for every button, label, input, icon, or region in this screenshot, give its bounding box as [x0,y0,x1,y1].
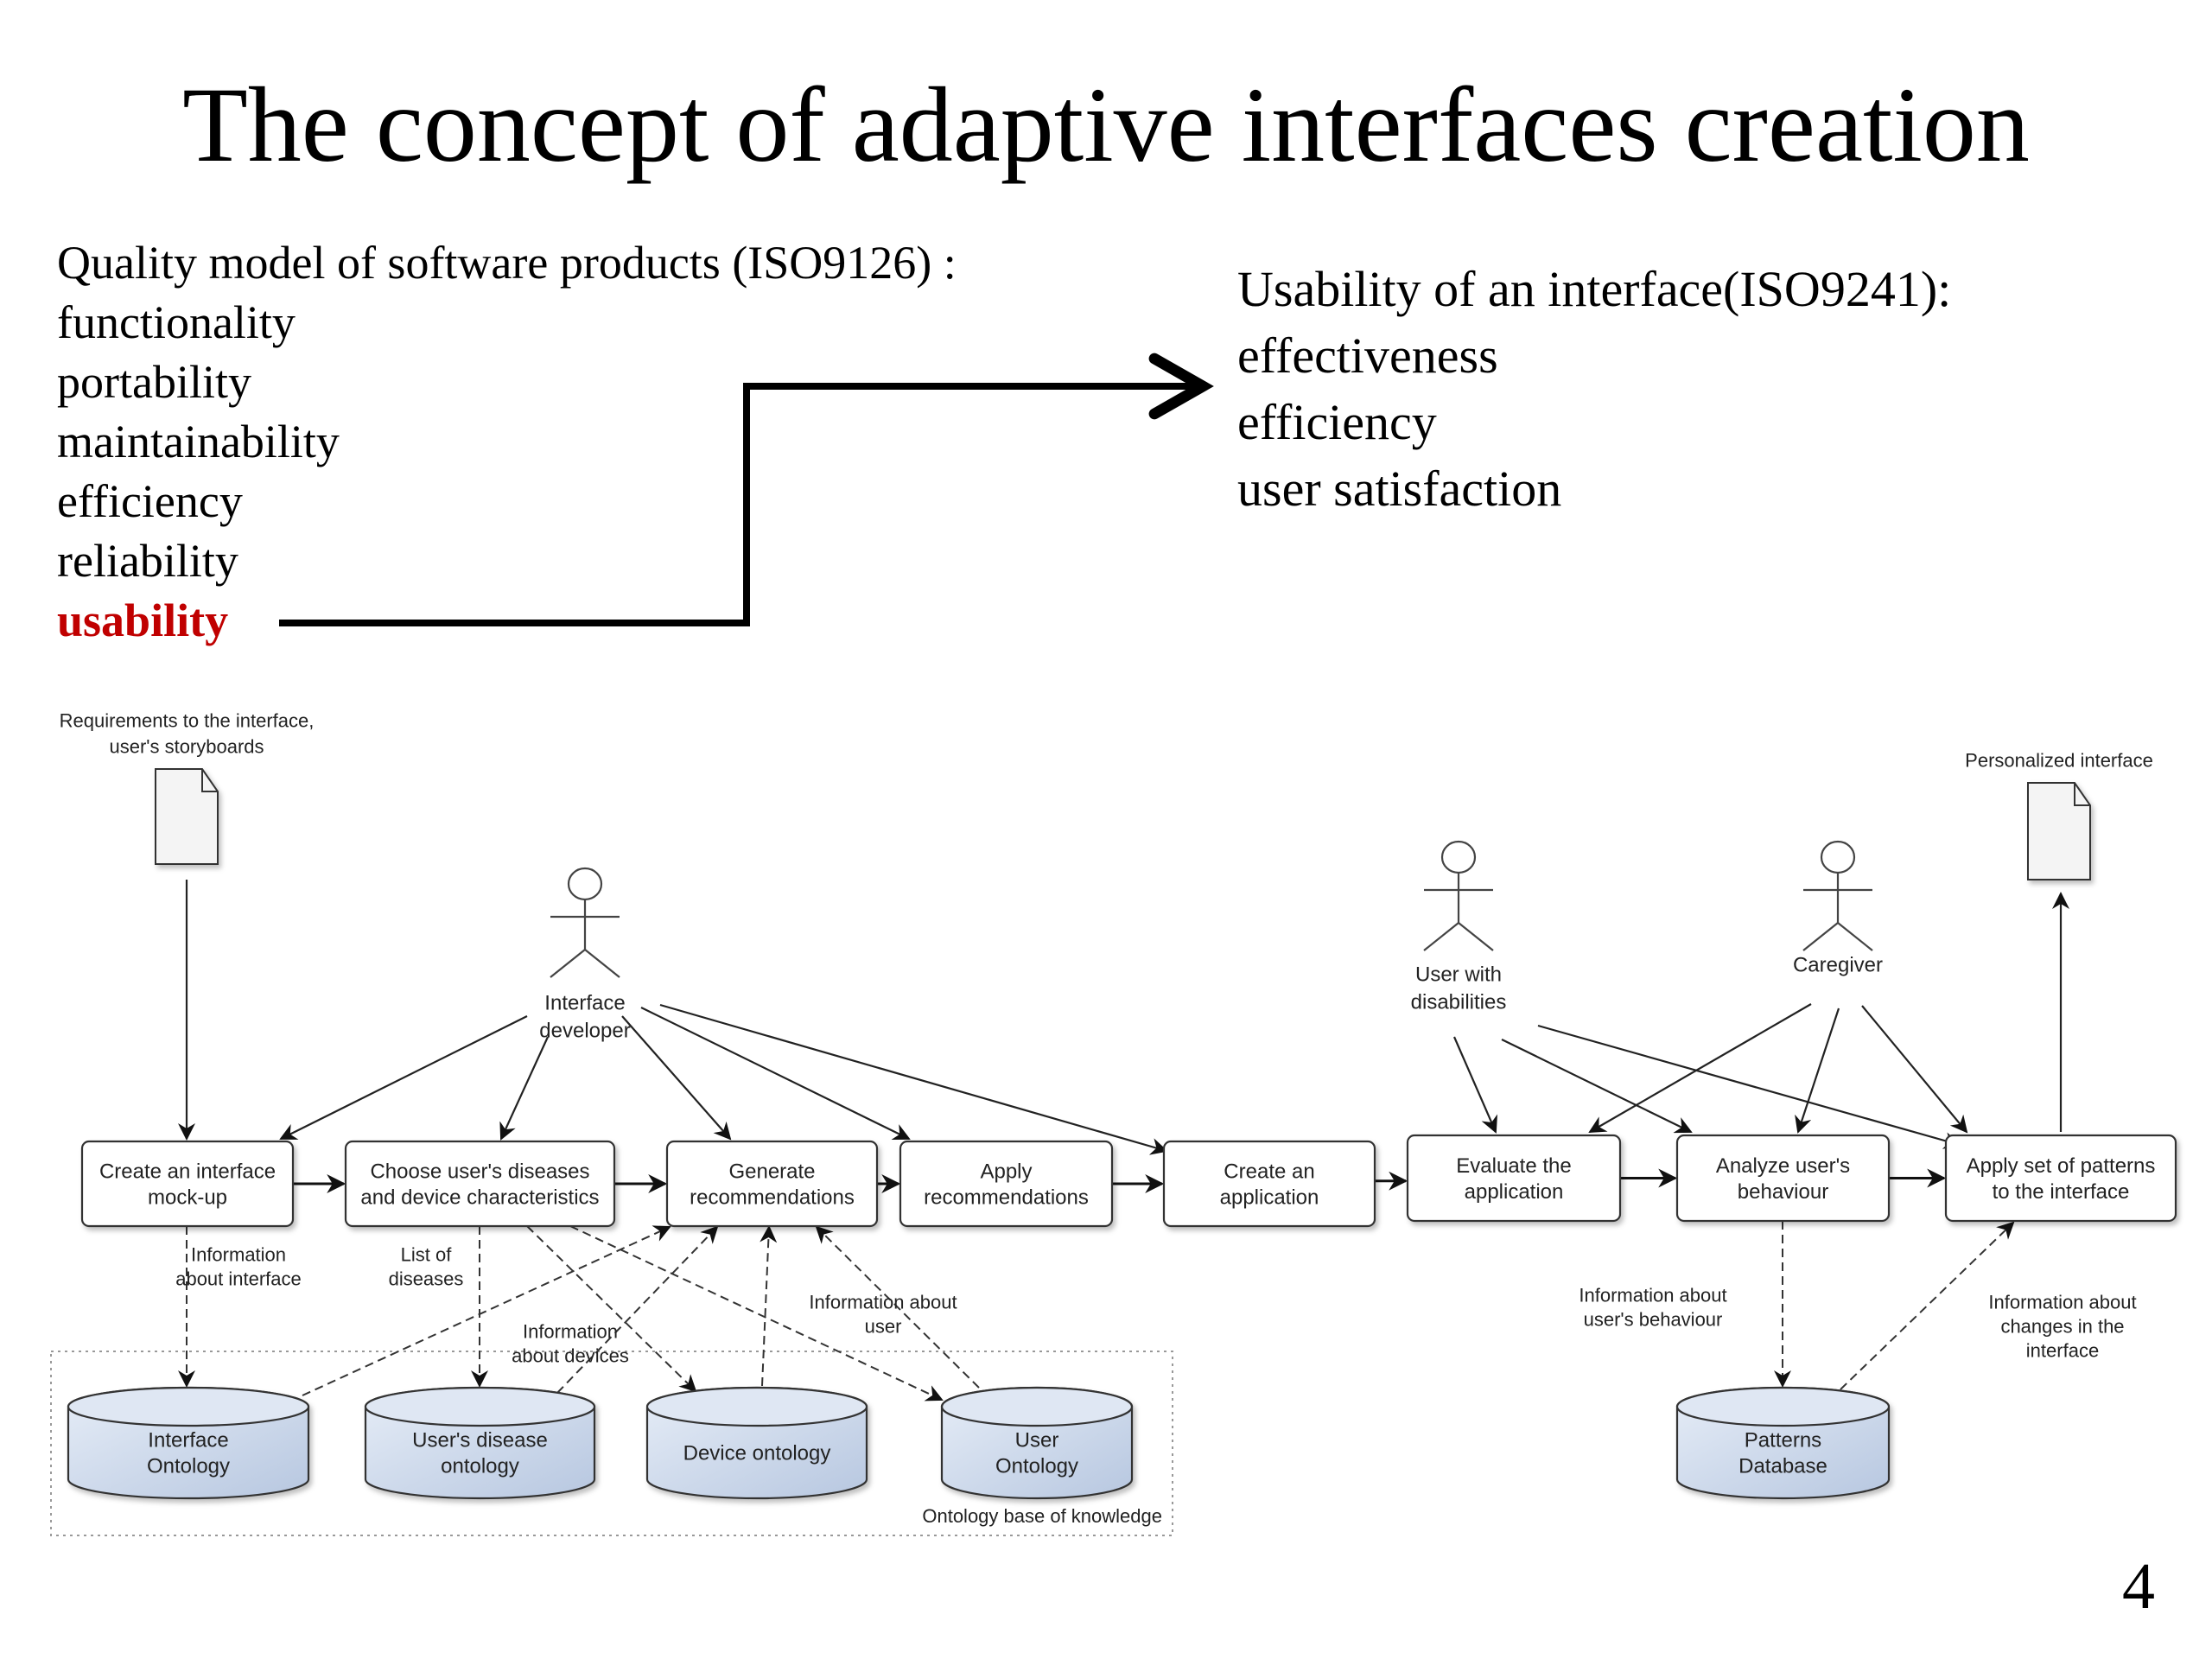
user-with-disabilities-actor-icon [1423,840,1494,951]
ontology-group-label: Ontology base of knowledge [922,1505,1162,1527]
personalized-interface-document-icon [2027,782,2091,880]
process-box [1406,1134,1622,1223]
quality-model-heading: Quality model of software products (ISO9… [57,237,957,289]
usability-model-heading: Usability of an interface(ISO9241): [1237,261,1952,317]
process-box [344,1140,616,1228]
database-device-ontology: Device ontology [645,1386,868,1500]
association-arrow [1588,1003,1812,1134]
process-box [1162,1140,1376,1228]
personalized-interface-label: Personalized interface [1965,750,2153,772]
data-flow-arrow [1840,1221,2015,1390]
association-arrow [1795,1007,1840,1134]
association-arrow [1861,1005,1968,1134]
quality-item-highlighted: usability [57,594,229,646]
requirements-document-icon [155,768,219,865]
data-flow-arrow [302,1225,671,1396]
requirements-label: Requirements to the interface,user's sto… [60,710,315,758]
process-box [1675,1134,1891,1223]
process-box [80,1140,295,1228]
association-arrow [659,1003,1168,1155]
page-number: 4 [2122,1550,2155,1623]
quality-model-list: Quality model of software products (ISO9… [57,233,957,651]
association-arrow [499,1036,550,1141]
quality-item: functionality [57,296,296,348]
association-arrow [1452,1036,1497,1134]
association-arrow [1501,1039,1693,1134]
database-label: Device ontology [683,1441,831,1465]
quality-item: maintainability [57,416,340,467]
data-flow-arrow [556,1225,719,1394]
usability-item: effectiveness [1237,327,1498,384]
quality-item: portability [57,356,251,408]
association-arrow [279,1015,528,1140]
usability-item: efficiency [1237,394,1437,450]
slide-title: The concept of adaptive interfaces creat… [182,66,2030,184]
process-box [899,1140,1114,1228]
usability-model-list: Usability of an interface(ISO9241): effe… [1237,256,1951,522]
caregiver-actor-icon [1802,840,1873,951]
usability-connector-arrow [279,353,1214,626]
association-arrow [621,1015,732,1141]
data-flow-arrow [760,1225,778,1387]
data-flow-arrow [526,1225,697,1393]
process-box [1944,1134,2177,1223]
ontology-group-frame [50,1351,1173,1536]
data-flow-arrow [815,1225,980,1389]
process-box [665,1140,879,1228]
association-arrow [640,1007,911,1141]
interface-developer-actor-icon [550,867,620,978]
usability-item: user satisfaction [1237,461,1562,517]
caregiver-label: Caregiver [1793,953,1883,976]
quality-item: efficiency [57,475,243,527]
quality-item: reliability [57,535,238,587]
association-arrow [1537,1024,1961,1149]
